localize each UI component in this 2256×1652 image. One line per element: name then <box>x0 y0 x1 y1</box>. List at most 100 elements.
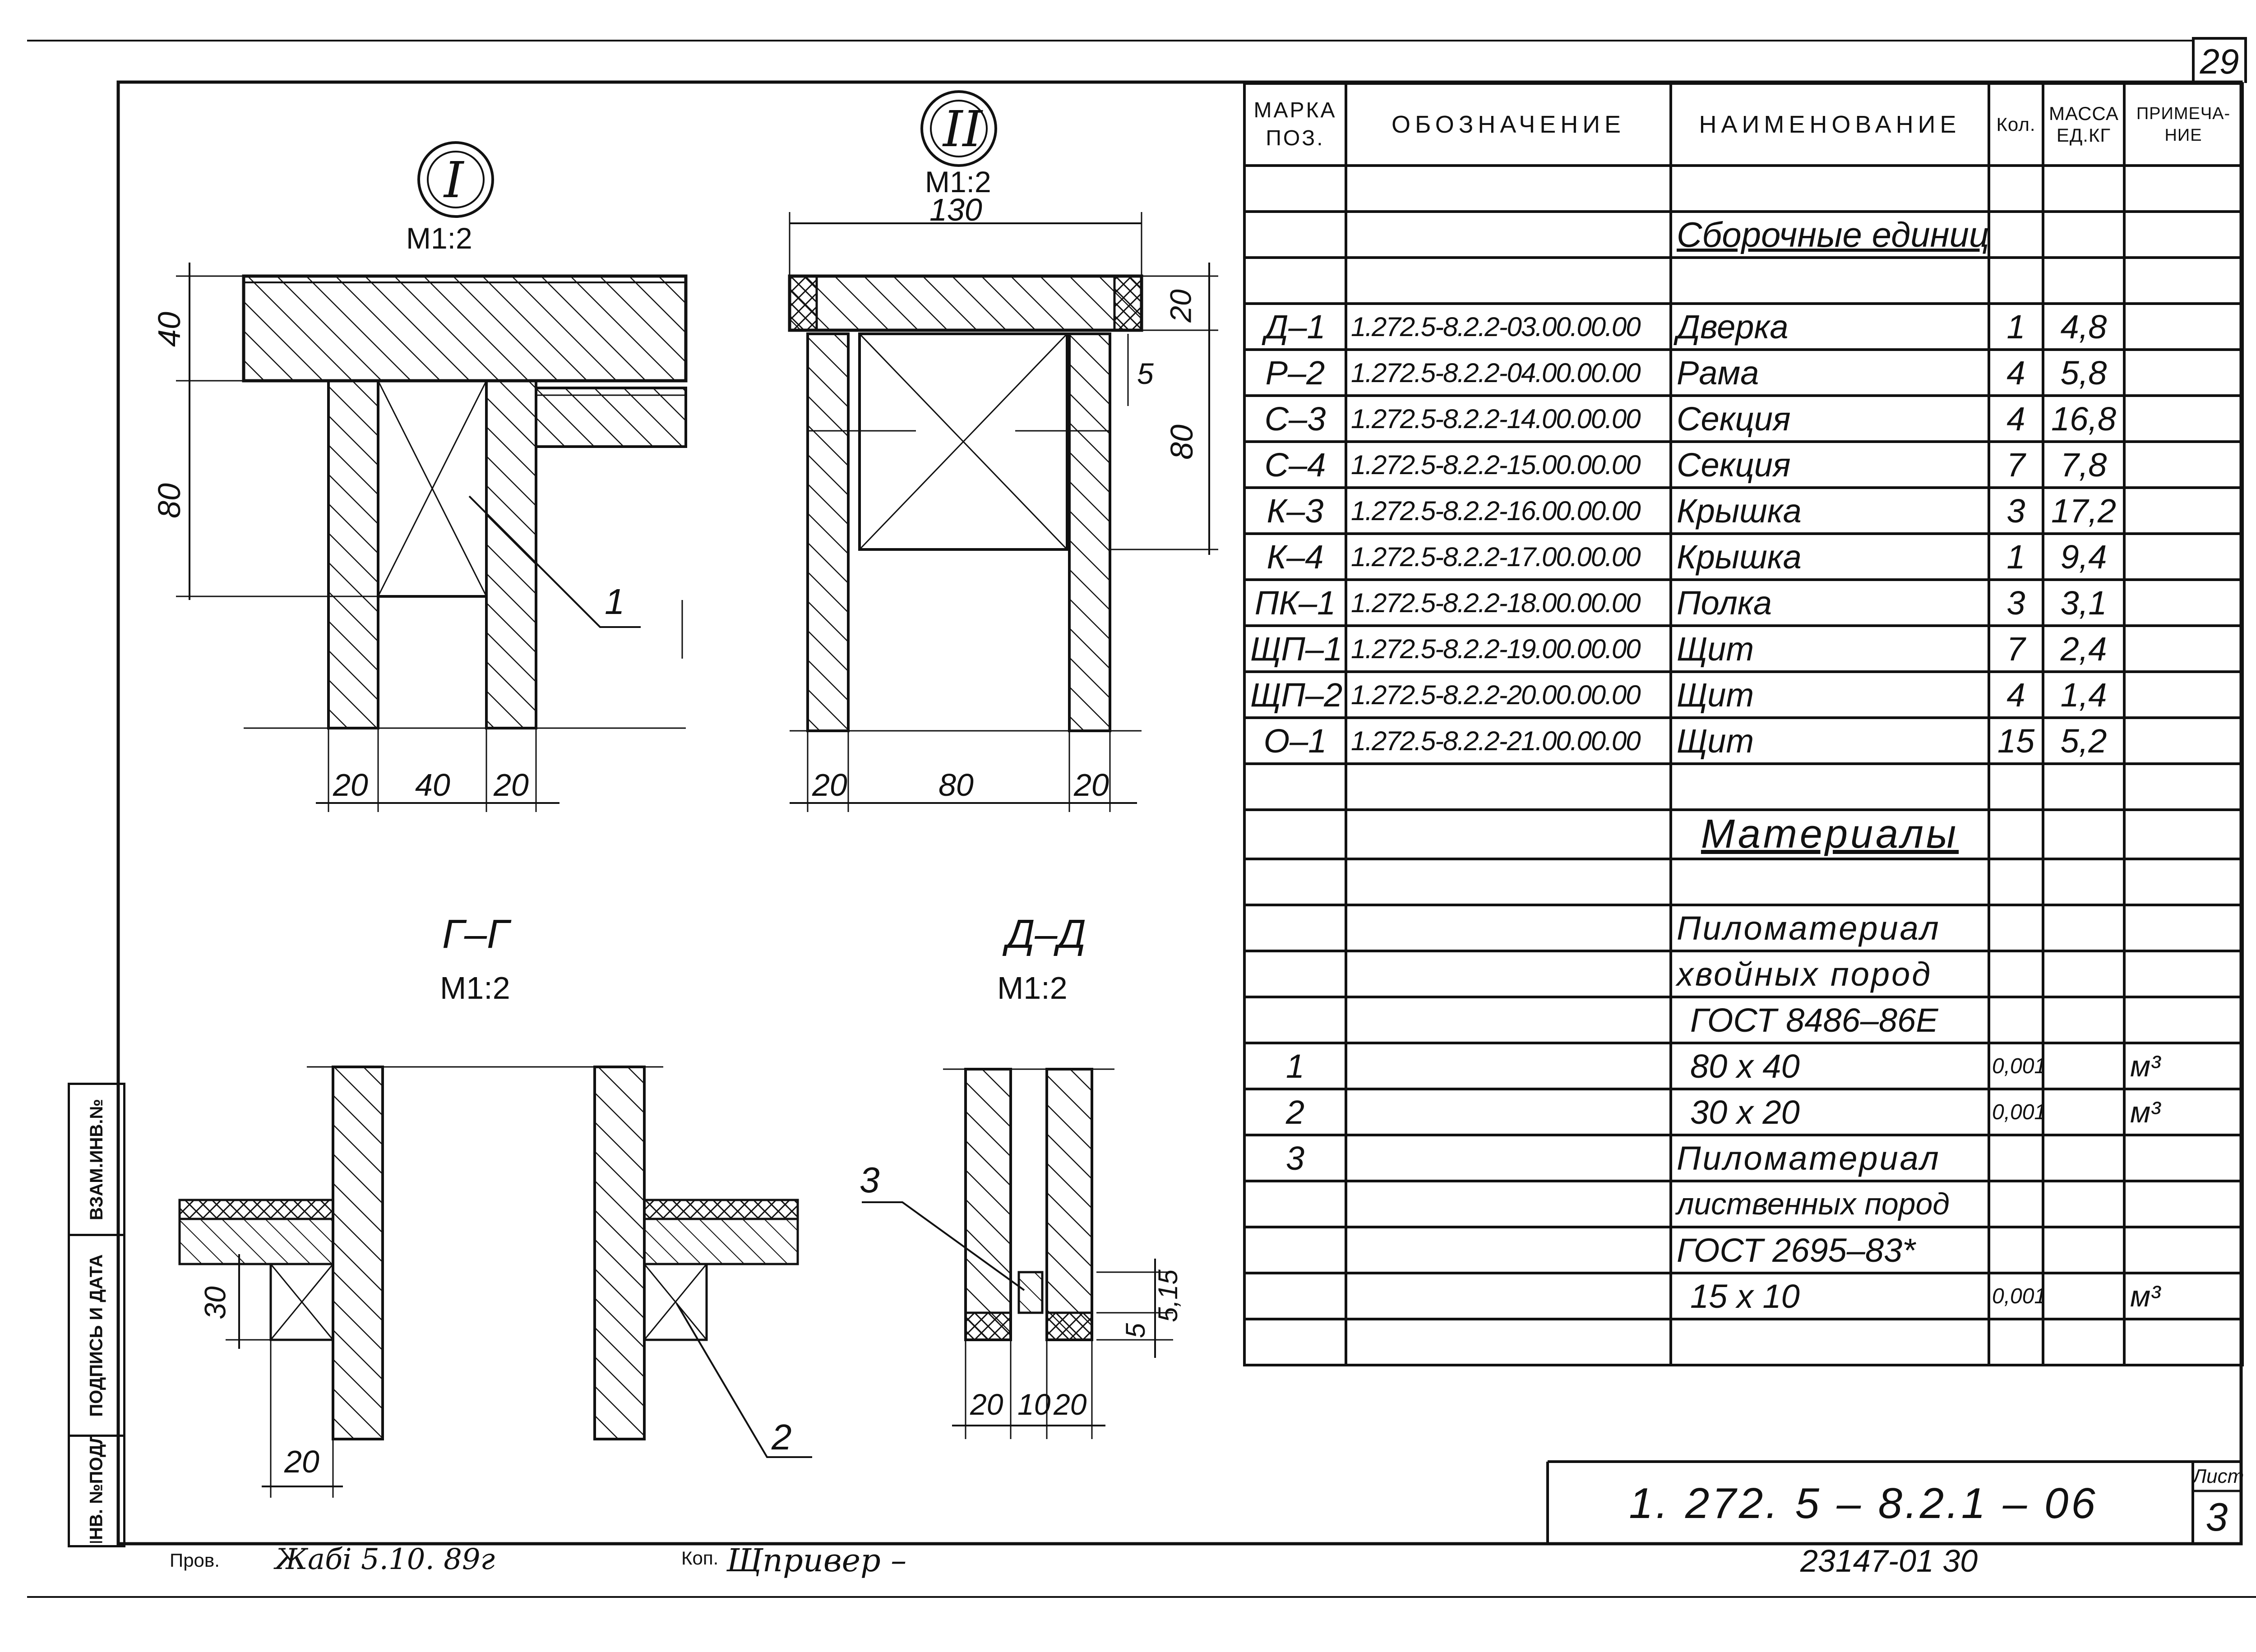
item-qty: 7 <box>1988 624 2044 673</box>
page-number: 29 <box>2192 37 2247 83</box>
view-1-callout: 1 <box>605 581 625 622</box>
item-qty: 1 <box>1988 532 2044 581</box>
table-row <box>1243 762 2244 811</box>
item-qty: 4 <box>1988 394 2044 443</box>
item-qty: 3 <box>1988 486 2044 535</box>
material-unit: м³ <box>2123 1272 2244 1320</box>
table-row-material: 2 30 х 20 0,001 м³ <box>1243 1088 2244 1136</box>
table-row: хвойных пород <box>1243 950 2244 998</box>
item-name: Дверка <box>1669 302 1990 351</box>
item-code: 1.272.5-8.2.2-21.00.00.00 <box>1345 716 1672 765</box>
item-name: Крышка <box>1669 532 1990 581</box>
table-row-section-materials: Материалы <box>1243 808 2244 860</box>
section-d-drawing <box>862 1068 1173 1439</box>
stamp-replaced-inv: ВЗАМ.ИНВ.№ <box>70 1085 123 1236</box>
material-hardwood-line2: лиственных пород <box>1669 1180 1990 1228</box>
header-qty: Кол. <box>1988 82 2044 167</box>
item-code: 1.272.5-8.2.2-04.00.00.00 <box>1345 348 1672 397</box>
section-g-dim-20: 20 <box>284 1444 319 1479</box>
view-1-marker: I <box>444 151 464 209</box>
view-2-dim-80-vert: 80 <box>1164 425 1199 460</box>
table-row: ГОСТ 8486–86Е <box>1243 996 2244 1044</box>
table-row <box>1243 256 2244 305</box>
item-mass: 1,4 <box>2042 670 2126 719</box>
header-designation: ОБОЗНАЧЕНИЕ <box>1345 82 1672 167</box>
table-row <box>1243 858 2244 906</box>
item-mass: 9,4 <box>2042 532 2126 581</box>
table-row <box>1243 164 2244 213</box>
view-2-top-board <box>788 274 1143 332</box>
table-row: лиственных пород <box>1243 1180 2244 1228</box>
item-code: 1.272.5-8.2.2-20.00.00.00 <box>1345 670 1672 719</box>
view-2-dim-130: 130 <box>929 192 982 227</box>
item-name: Рама <box>1669 348 1990 397</box>
item-name: Крышка <box>1669 486 1990 535</box>
item-mass: 4,8 <box>2042 302 2126 351</box>
material-conifer-line1: Пиломатериал <box>1669 904 1990 952</box>
view-2-dim-20-right: 20 <box>1074 767 1109 803</box>
sheet-number: 3 <box>2205 1495 2228 1539</box>
view-1-marker-circle <box>417 141 494 218</box>
item-name: Щит <box>1669 624 1990 673</box>
item-name: Полка <box>1669 578 1990 627</box>
section-d-dim-10: 10 <box>1017 1388 1051 1421</box>
item-code: 1.272.5-8.2.2-17.00.00.00 <box>1345 532 1672 581</box>
item-mark: ЩП–1 <box>1243 624 1347 673</box>
table-row-material: 1 80 х 40 0,001 м³ <box>1243 1042 2244 1090</box>
table-header-row: МАРКА ПОЗ. ОБОЗНАЧЕНИЕ НАИМЕНОВАНИЕ Кол.… <box>1243 82 2244 167</box>
section-d-title: Д–Д <box>1006 912 1086 957</box>
item-name: Секция <box>1669 440 1990 489</box>
specification-table: МАРКА ПОЗ. ОБОЗНАЧЕНИЕ НАИМЕНОВАНИЕ Кол.… <box>1243 82 2244 1366</box>
view-1-dim-40-mid: 40 <box>415 767 450 803</box>
section-g-title: Г–Г <box>442 912 509 957</box>
material-hardwood-gost: ГОСТ 2695–83* <box>1669 1226 1990 1274</box>
checked-signature: Жабі 5.10. 89г <box>275 1543 495 1576</box>
header-name: НАИМЕНОВАНИЕ <box>1669 82 1990 167</box>
section-g-scale: М1:2 <box>440 970 510 1006</box>
item-qty: 7 <box>1988 440 2044 489</box>
item-qty: 4 <box>1988 348 2044 397</box>
section-g-dim-30: 30 <box>198 1286 232 1320</box>
item-mark: О–1 <box>1243 716 1347 765</box>
material-qty: 0,001 <box>1988 1088 2044 1136</box>
material-conifer-line2: хвойных пород <box>1669 950 1990 998</box>
material-qty: 0,001 <box>1988 1042 2044 1090</box>
document-code: 1. 272. 5 – 8.2.1 – 06 <box>1629 1479 2098 1527</box>
item-code: 1.272.5-8.2.2-16.00.00.00 <box>1345 486 1672 535</box>
view-1-dim-80: 80 <box>151 483 187 518</box>
header-mass: МАССА ЕД.КГ <box>2042 82 2126 167</box>
item-name: Секция <box>1669 394 1990 443</box>
material-size: 30 х 20 <box>1669 1088 1990 1136</box>
item-code: 1.272.5-8.2.2-14.00.00.00 <box>1345 394 1672 443</box>
item-code: 1.272.5-8.2.2-15.00.00.00 <box>1345 440 1672 489</box>
table-row-section-assembly: Сборочные единицы <box>1243 210 2244 259</box>
table-row <box>1243 1318 2244 1366</box>
item-mark: К–4 <box>1243 532 1347 581</box>
item-mark: Д–1 <box>1243 302 1347 351</box>
section-g-callout: 2 <box>772 1417 792 1457</box>
checked-label: Пров. <box>170 1550 220 1571</box>
stamp-orig-inv: ИНВ. №ПОДЛ. <box>86 1437 106 1543</box>
material-mark: 3 <box>1243 1134 1347 1182</box>
item-mark: К–3 <box>1243 486 1347 535</box>
material-unit: м³ <box>2123 1042 2244 1090</box>
view-2-marker: II <box>943 100 982 158</box>
item-mass: 3,1 <box>2042 578 2126 627</box>
item-mark: Р–2 <box>1243 348 1347 397</box>
view-2-drawing <box>788 90 1218 812</box>
material-unit: м³ <box>2123 1088 2244 1136</box>
section-d-dim-20-left: 20 <box>970 1388 1003 1421</box>
item-mark: С–3 <box>1243 394 1347 443</box>
sheet-label: Лист <box>2193 1465 2244 1487</box>
view-2-dim-5: 5 <box>1137 357 1154 390</box>
material-size: 80 х 40 <box>1669 1042 1990 1090</box>
table-row-material: 15 х 10 0,001 м³ <box>1243 1272 2244 1320</box>
